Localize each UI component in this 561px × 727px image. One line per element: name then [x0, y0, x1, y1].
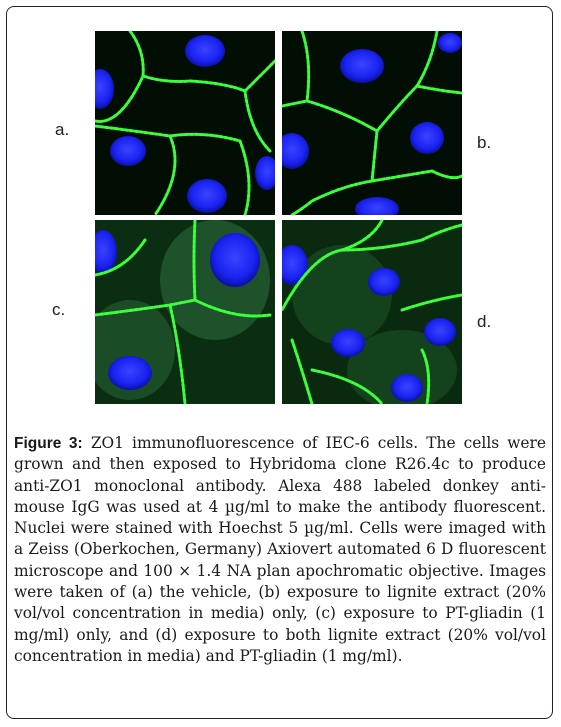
micrograph-panel-a: [95, 31, 275, 215]
panel-label-a: a.: [55, 120, 70, 139]
figure-frame: [6, 6, 553, 719]
panel-label-d: d.: [477, 312, 492, 331]
panel-label-c: c.: [52, 300, 66, 319]
micrograph-panel-c: [95, 220, 275, 404]
micrograph-panel-b: [282, 31, 462, 215]
caption-text: ZO1 immunofluorescence of IEC-6 cells. T…: [14, 434, 547, 665]
figure-caption: Figure 3: ZO1 immunofluorescence of IEC-…: [14, 433, 546, 667]
figure-label: Figure 3:: [14, 435, 83, 452]
micrograph-panel-d: [282, 220, 462, 404]
panel-label-b: b.: [477, 133, 492, 152]
